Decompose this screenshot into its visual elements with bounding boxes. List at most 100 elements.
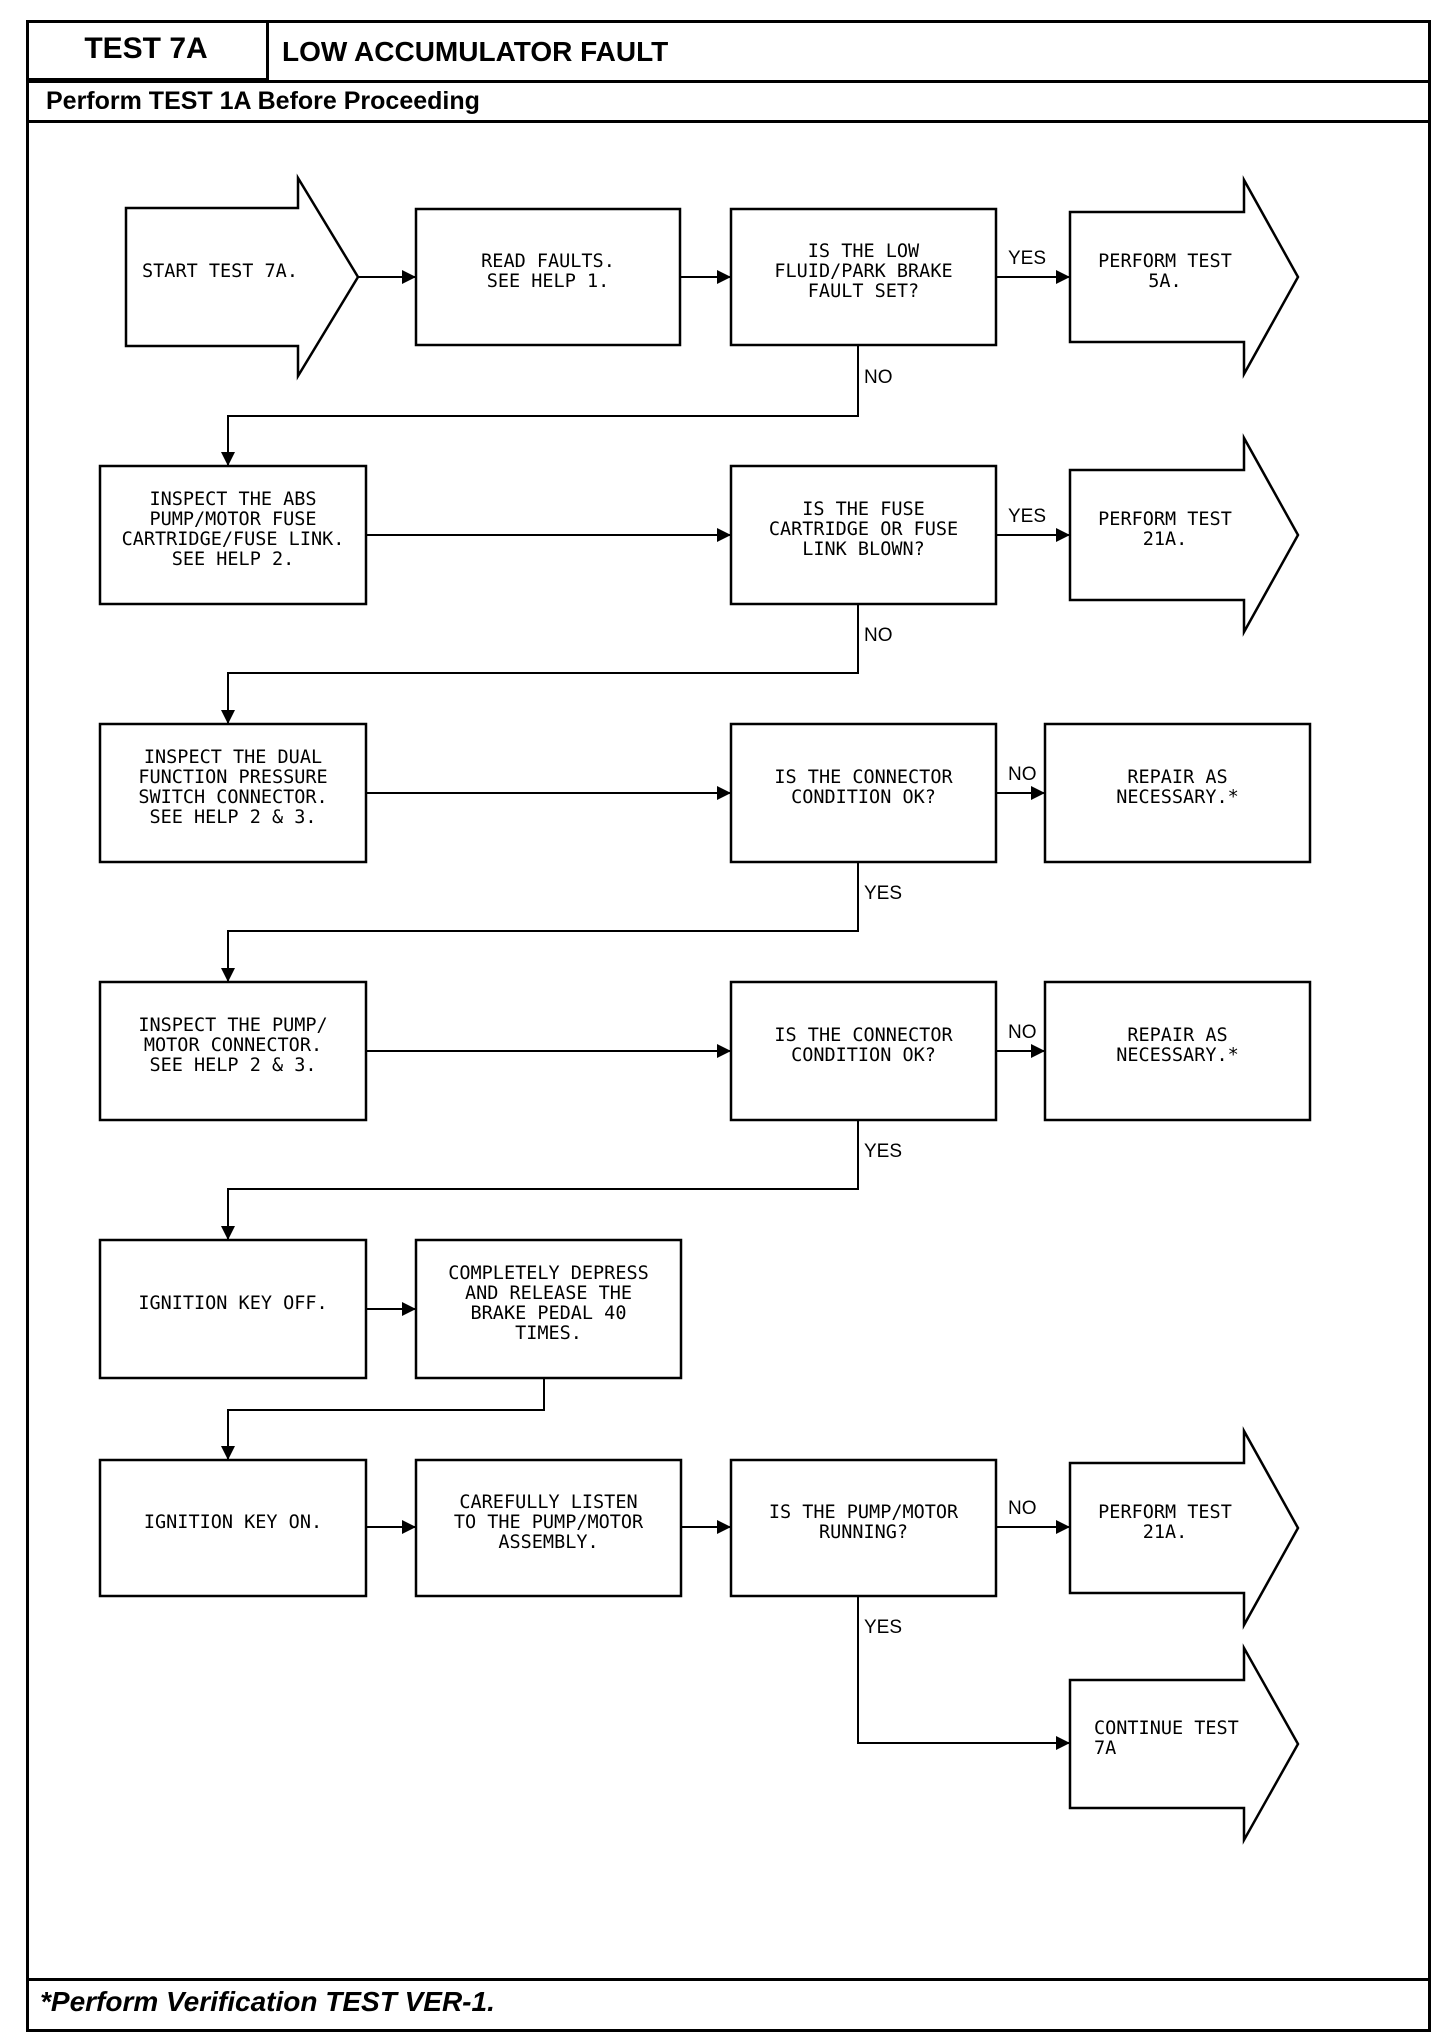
arrow-depress-to-ignition-on <box>221 1378 545 1460</box>
footer-divider <box>26 1978 1431 1981</box>
read_faults-line: READ FAULTS. <box>481 251 615 272</box>
start-arrow-box <box>124 173 360 381</box>
repair-2-box <box>1043 980 1312 1122</box>
depress-box <box>414 1238 683 1380</box>
inspect-dual-box <box>98 722 368 864</box>
read_faults-line: SEE HELP 1. <box>487 271 610 292</box>
repair_1-line: REPAIR AS <box>1127 767 1227 788</box>
no-label: NO <box>1008 1022 1037 1043</box>
inspect_dual-line: SEE HELP 2 & 3. <box>149 807 316 828</box>
q_pump-line: IS THE PUMP/MOTOR <box>769 1502 959 1523</box>
inspect_pump-line: INSPECT THE PUMP/ <box>138 1015 327 1036</box>
q-connector-2-box <box>729 980 998 1122</box>
no-label: NO <box>1008 764 1037 785</box>
q_pump-line: RUNNING? <box>819 1522 908 1543</box>
start-text: START TEST 7A. <box>142 261 298 282</box>
q-low-fluid-box <box>729 207 998 347</box>
q_connector_2-line: CONDITION OK? <box>791 1045 936 1066</box>
q_low_fluid-line: FAULT SET? <box>808 281 919 302</box>
perform_5a-line: PERFORM TEST <box>1098 251 1232 272</box>
arrow-yes-to-inspect-pump <box>221 862 859 982</box>
repair_2-line: NECESSARY.* <box>1116 1045 1239 1066</box>
depress-line: AND RELEASE THE <box>465 1283 632 1304</box>
inspect_fuse-line: CARTRIDGE/FUSE LINK. <box>122 529 345 550</box>
listen-line: ASSEMBLY. <box>498 1532 598 1553</box>
start-line: START TEST 7A. <box>142 261 298 282</box>
prerequisite-note: Perform TEST 1A Before Proceeding <box>46 87 480 115</box>
listen-line: CAREFULLY LISTEN <box>459 1492 637 1513</box>
inspect-pump-box <box>98 980 368 1122</box>
arrow-yes-to-ignition-off <box>221 1120 859 1240</box>
yes-label: YES <box>1008 506 1046 527</box>
no-label: NO <box>1008 1498 1037 1519</box>
perform_21a_1-line: PERFORM TEST <box>1098 509 1232 530</box>
inspect_dual-line: SWITCH CONNECTOR. <box>138 787 327 808</box>
q_low_fluid-line: FLUID/PARK BRAKE <box>774 261 952 282</box>
header-divider-bottom <box>26 120 1431 123</box>
ign_off-line: IGNITION KEY OFF. <box>138 1293 327 1314</box>
continue-line: CONTINUE TEST <box>1094 1718 1239 1739</box>
ign_off-text: IGNITION KEY OFF. <box>138 1293 327 1314</box>
depress-line: COMPLETELY DEPRESS <box>448 1263 648 1284</box>
yes-label: YES <box>864 1617 902 1638</box>
yes-label: YES <box>864 1141 902 1162</box>
q_connector_1-line: CONDITION OK? <box>791 787 936 808</box>
inspect_fuse-line: INSPECT THE ABS <box>149 489 316 510</box>
depress-line: TIMES. <box>515 1323 582 1344</box>
perform-21a-2-arrow-box <box>1068 1426 1300 1630</box>
inspect-fuse-box <box>98 464 368 606</box>
inspect_pump-text: INSPECT THE PUMP/MOTOR CONNECTOR.SEE HEL… <box>138 1015 327 1076</box>
perform-21a-1-arrow-box <box>1068 433 1300 637</box>
q-fuse-box <box>729 464 998 606</box>
verification-note: *Perform Verification TEST VER-1. <box>40 1986 495 2017</box>
perform-5a-arrow-box <box>1068 175 1300 379</box>
listen-box <box>414 1458 683 1598</box>
q_fuse-line: CARTRIDGE OR FUSE <box>769 519 958 540</box>
q_connector_1-line: IS THE CONNECTOR <box>774 767 953 788</box>
yes-label: YES <box>864 883 902 904</box>
no-label: NO <box>864 367 893 388</box>
test-id: TEST 7A <box>26 20 269 81</box>
inspect_dual-line: INSPECT THE DUAL <box>144 747 322 768</box>
q_connector_2-line: IS THE CONNECTOR <box>774 1025 953 1046</box>
ign-off-box <box>98 1238 368 1380</box>
repair-1-box <box>1043 722 1312 864</box>
no-label: NO <box>864 625 893 646</box>
perform_5a-line: 5A. <box>1148 271 1181 292</box>
page-frame <box>26 20 1431 2032</box>
inspect_fuse-line: SEE HELP 2. <box>172 549 295 570</box>
perform_21a_1-line: 21A. <box>1143 529 1188 550</box>
repair_2-line: REPAIR AS <box>1127 1025 1227 1046</box>
q_fuse-line: IS THE FUSE <box>802 499 925 520</box>
perform_21a_2-line: 21A. <box>1143 1522 1188 1543</box>
continue-arrow-box <box>1068 1643 1300 1845</box>
listen-line: TO THE PUMP/MOTOR <box>454 1512 644 1533</box>
arrow-yes-to-continue <box>857 1596 1070 1750</box>
test-title: LOW ACCUMULATOR FAULT <box>282 36 669 67</box>
inspect_pump-line: MOTOR CONNECTOR. <box>144 1035 322 1056</box>
depress-line: BRAKE PEDAL 40 <box>471 1303 627 1324</box>
ign_on-text: IGNITION KEY ON. <box>144 1512 322 1533</box>
inspect_dual-line: FUNCTION PRESSURE <box>138 767 327 788</box>
arrow-no-to-inspect-dual <box>221 604 859 724</box>
arrow-no-to-inspect-fuse <box>221 345 859 466</box>
inspect_fuse-line: PUMP/MOTOR FUSE <box>149 509 316 530</box>
read_faults-text: READ FAULTS.SEE HELP 1. <box>481 251 615 292</box>
q_low_fluid-line: IS THE LOW <box>808 241 920 262</box>
